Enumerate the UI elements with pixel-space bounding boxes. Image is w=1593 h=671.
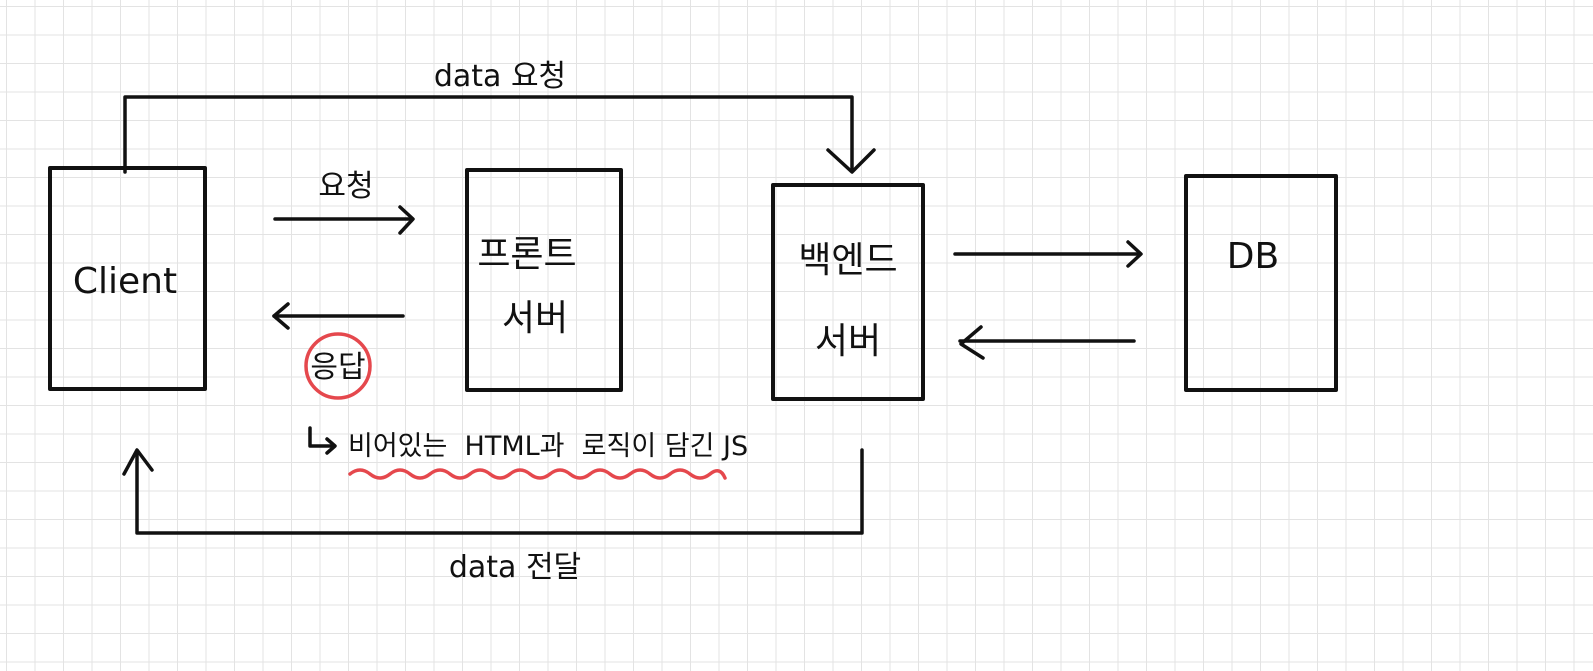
frontend-server-box	[465, 168, 623, 392]
db-to-backend-connector	[958, 325, 1136, 360]
data-delivery-line	[135, 448, 864, 535]
db-box	[1184, 174, 1338, 392]
backend-to-db-connector	[953, 240, 1143, 268]
data-request-connector: data 요청	[123, 59, 876, 174]
note-bullet-arrowhead	[325, 437, 337, 455]
frontend-server-node: 프론트 서버	[465, 168, 623, 392]
frontend-label-line2: 서버	[502, 298, 568, 339]
client-label: Client	[73, 261, 177, 302]
db-node: DB	[1184, 174, 1338, 392]
response-connector: 응답	[272, 302, 405, 400]
note-bullet-arrow	[308, 426, 336, 448]
backend-label-line1: 백엔드	[798, 240, 897, 281]
response-note-text: 비어있는 HTML과 로직이 담긴 JS	[348, 431, 748, 462]
backend-label-line2: 서버	[815, 321, 881, 362]
frontend-label-line1: 프론트	[477, 234, 576, 275]
db-to-backend-arrowhead	[959, 325, 985, 360]
data-request-arrowhead	[826, 148, 876, 174]
backend-server-node: 백엔드 서버	[771, 183, 925, 401]
response-highlight-circle	[304, 332, 372, 400]
client-box	[48, 166, 207, 391]
client-node: Client	[48, 166, 207, 391]
request-connector: 요청	[273, 169, 415, 235]
data-request-line	[123, 95, 854, 174]
data-delivery-arrowhead	[122, 448, 154, 476]
response-arrowhead	[272, 302, 290, 330]
data-delivery-connector: data 전달	[122, 448, 864, 585]
backend-server-box	[771, 183, 925, 401]
note-wavy-underline	[348, 468, 727, 480]
response-note: 비어있는 HTML과 로직이 담긴 JS	[308, 426, 748, 480]
db-label: DB	[1227, 236, 1279, 277]
backend-to-db-arrowhead	[1126, 240, 1143, 268]
data-delivery-label: data 전달	[449, 550, 581, 585]
data-request-label: data 요청	[434, 59, 566, 94]
request-arrowhead	[398, 205, 415, 235]
request-label: 요청	[318, 169, 373, 204]
response-label: 응답	[310, 350, 365, 385]
